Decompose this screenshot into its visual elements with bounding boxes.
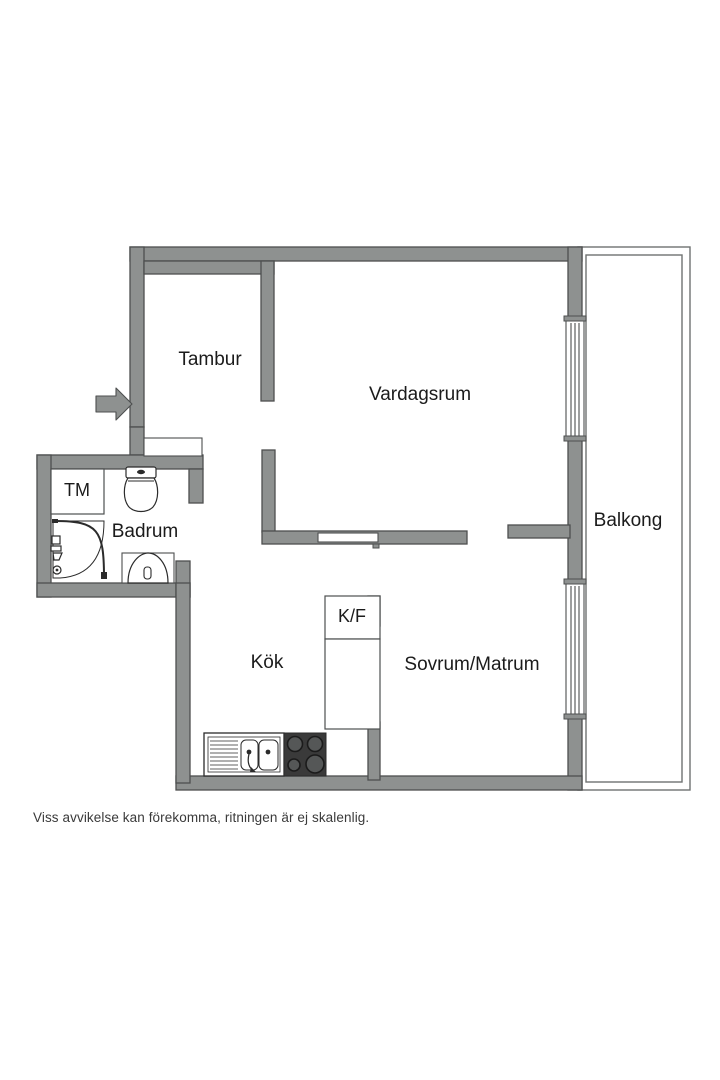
disclaimer-text: Viss avvikelse kan förekomma, ritningen … xyxy=(33,810,370,825)
kitchen-sink-fixture xyxy=(203,732,285,777)
wall-left-tambur-upper xyxy=(129,246,145,428)
washing-machine-fixture xyxy=(50,468,105,515)
entrance-arrow-icon xyxy=(95,387,133,421)
fridge-freezer-fixture xyxy=(324,595,381,730)
washbasin-fixture xyxy=(121,552,175,584)
hall-shelf xyxy=(143,437,203,457)
fixture-label-washing-machine: TM xyxy=(64,480,90,500)
balcony-outline xyxy=(577,246,691,791)
wall-bathroom-top xyxy=(36,454,204,470)
wall-livingroom-divider-vertical xyxy=(261,449,276,533)
wall-bathroom-bottom xyxy=(36,582,191,598)
wall-bathroom-right-upper xyxy=(188,468,204,504)
wall-kitchen-left xyxy=(175,582,191,784)
room-label-tambur: Tambur xyxy=(178,349,242,370)
window-bedroom xyxy=(563,578,587,720)
cooktop-fixture xyxy=(283,732,327,777)
window-living-room xyxy=(563,315,587,442)
shower-corner-fixture xyxy=(50,519,107,579)
wall-tambur-inner-top xyxy=(143,260,275,275)
room-label-kok: Kök xyxy=(251,652,284,673)
room-label-balkong: Balkong xyxy=(594,510,663,531)
wall-top-exterior xyxy=(129,246,583,262)
fixture-label-fridge-freezer: K/F xyxy=(338,606,366,626)
toilet-fixture xyxy=(123,466,159,513)
wall-tambur-divider xyxy=(260,260,275,402)
wall-right-upper xyxy=(567,246,583,320)
room-label-badrum: Badrum xyxy=(112,521,179,542)
walls xyxy=(36,246,583,791)
sliding-door-living-room xyxy=(317,532,380,549)
room-label-vardagsrum: Vardagsrum xyxy=(369,384,471,405)
wall-left-tambur-lower xyxy=(129,426,145,456)
wall-bathroom-left xyxy=(36,454,52,598)
wall-kitchen-bedroom-lower xyxy=(367,721,381,781)
wall-bedroom-top-stub xyxy=(507,524,571,539)
room-label-sovrum-matrum: Sovrum/Matrum xyxy=(404,654,539,675)
